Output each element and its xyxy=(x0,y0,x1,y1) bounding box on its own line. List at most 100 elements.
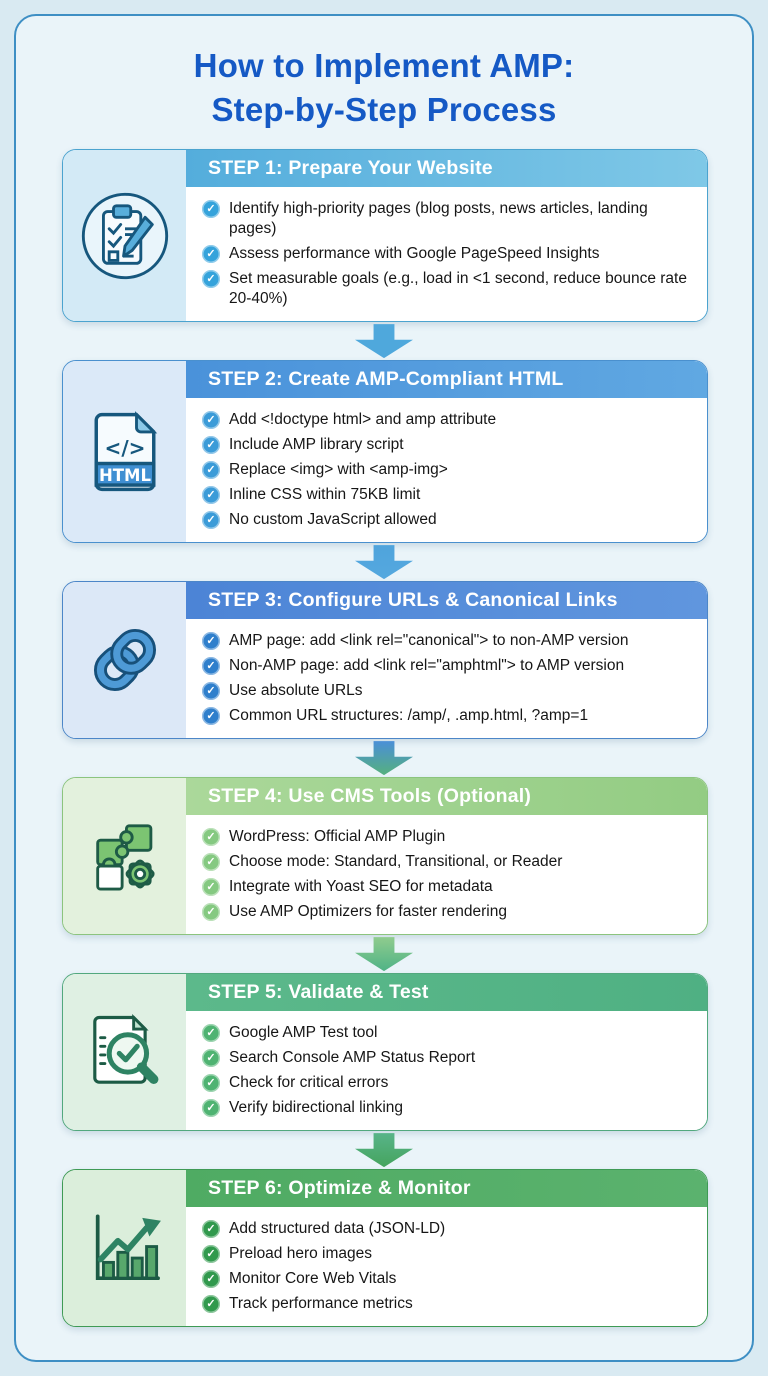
check-icon: ✓ xyxy=(202,878,220,897)
step-1-checklist: ✓Identify high-priority pages (blog post… xyxy=(186,187,707,321)
check-icon: ✓ xyxy=(202,1099,220,1118)
step-2-title: STEP 2: Create AMP-Compliant HTML xyxy=(208,368,564,391)
check-icon: ✓ xyxy=(202,1074,220,1093)
page-title-line2: Step-by-Step Process xyxy=(211,90,557,128)
arrow-wrap xyxy=(62,322,706,360)
page-title: How to Implement AMP:Step-by-Step Proces… xyxy=(62,44,706,131)
chain-link-icon xyxy=(93,629,156,692)
step-card-4: STEP 4: Use CMS Tools (Optional) ✓WordPr… xyxy=(62,777,708,936)
step-5-body: STEP 5: Validate & Test ✓Google AMP Test… xyxy=(186,974,707,1131)
step-3-title: STEP 3: Configure URLs & Canonical Links xyxy=(208,589,618,612)
checklist-item: ✓Inline CSS within 75KB limit xyxy=(202,485,693,505)
step-card-3: STEP 3: Configure URLs & Canonical Links… xyxy=(62,581,708,740)
clipboard-checklist-icon xyxy=(81,192,168,279)
down-arrow xyxy=(355,741,413,776)
step-card-6: STEP 6: Optimize & Monitor ✓Add structur… xyxy=(62,1169,708,1328)
check-icon: ✓ xyxy=(202,682,220,701)
step-3-checklist: ✓AMP page: add <link rel="canonical"> to… xyxy=(186,619,707,738)
puzzle-gear-icon xyxy=(95,824,155,891)
check-icon: ✓ xyxy=(202,461,220,480)
step-3-header: STEP 3: Configure URLs & Canonical Links xyxy=(186,582,707,620)
step-2-checklist: ✓Add <!doctype html> and amp attribute ✓… xyxy=(186,398,707,542)
step-4-title: STEP 4: Use CMS Tools (Optional) xyxy=(208,785,532,808)
step-5-checklist: ✓Google AMP Test tool ✓Search Console AM… xyxy=(186,1011,707,1130)
checklist-item: ✓Assess performance with Google PageSpee… xyxy=(202,244,693,264)
step-card-2: </> HTML STEP 2: Create AMP-Compliant HT… xyxy=(62,360,708,544)
checklist-item: ✓Set measurable goals (e.g., load in <1 … xyxy=(202,269,693,309)
check-icon: ✓ xyxy=(202,707,220,726)
step-6-title: STEP 6: Optimize & Monitor xyxy=(208,1177,471,1200)
step-1-body: STEP 1: Prepare Your Website ✓Identify h… xyxy=(186,150,707,322)
step-2-icon-panel: </> HTML xyxy=(63,361,186,543)
magnifier-check-icon xyxy=(92,1014,158,1085)
step-6-header: STEP 6: Optimize & Monitor xyxy=(186,1170,707,1208)
checklist-item: ✓Track performance metrics xyxy=(202,1294,693,1314)
down-arrow xyxy=(355,937,413,972)
step-6-icon-panel xyxy=(63,1170,186,1327)
checklist-item: ✓Integrate with Yoast SEO for metadata xyxy=(202,877,693,897)
check-icon: ✓ xyxy=(202,632,220,651)
step-1-title: STEP 1: Prepare Your Website xyxy=(208,157,493,180)
step-1-header: STEP 1: Prepare Your Website xyxy=(186,150,707,188)
checklist-item: ✓Preload hero images xyxy=(202,1244,693,1264)
checklist-item: ✓Google AMP Test tool xyxy=(202,1023,693,1043)
check-icon: ✓ xyxy=(202,1049,220,1068)
step-4-icon-panel xyxy=(63,778,186,935)
arrow-wrap xyxy=(62,739,706,777)
down-arrow xyxy=(355,545,413,580)
step-3-body: STEP 3: Configure URLs & Canonical Links… xyxy=(186,582,707,739)
check-icon: ✓ xyxy=(202,411,220,430)
step-5-title: STEP 5: Validate & Test xyxy=(208,981,429,1004)
arrow-wrap xyxy=(62,1131,706,1169)
checklist-item: ✓Monitor Core Web Vitals xyxy=(202,1269,693,1289)
check-icon: ✓ xyxy=(202,1245,220,1264)
checklist-item: ✓Add structured data (JSON-LD) xyxy=(202,1219,693,1239)
check-icon: ✓ xyxy=(202,657,220,676)
step-6-checklist: ✓Add structured data (JSON-LD) ✓Preload … xyxy=(186,1207,707,1326)
step-6-body: STEP 6: Optimize & Monitor ✓Add structur… xyxy=(186,1170,707,1327)
checklist-item: ✓Include AMP library script xyxy=(202,435,693,455)
step-1-icon-panel xyxy=(63,150,186,322)
checklist-item: ✓Search Console AMP Status Report xyxy=(202,1048,693,1068)
check-icon: ✓ xyxy=(202,200,220,219)
checklist-item: ✓No custom JavaScript allowed xyxy=(202,510,693,530)
checklist-item: ✓Non-AMP page: add <link rel="amphtml"> … xyxy=(202,656,693,676)
check-icon: ✓ xyxy=(202,853,220,872)
step-5-header: STEP 5: Validate & Test xyxy=(186,974,707,1012)
svg-text:HTML: HTML xyxy=(98,465,151,484)
arrow-wrap xyxy=(62,543,706,581)
check-icon: ✓ xyxy=(202,436,220,455)
step-4-body: STEP 4: Use CMS Tools (Optional) ✓WordPr… xyxy=(186,778,707,935)
check-icon: ✓ xyxy=(202,1024,220,1043)
arrow-wrap xyxy=(62,935,706,973)
html-file-icon: </> HTML xyxy=(94,410,157,491)
check-icon: ✓ xyxy=(202,1220,220,1239)
step-5-icon-panel xyxy=(63,974,186,1131)
step-4-header: STEP 4: Use CMS Tools (Optional) xyxy=(186,778,707,816)
check-icon: ✓ xyxy=(202,1295,220,1314)
svg-text:</>: </> xyxy=(104,435,145,459)
step-4-checklist: ✓WordPress: Official AMP Plugin ✓Choose … xyxy=(186,815,707,934)
check-icon: ✓ xyxy=(202,828,220,847)
growth-chart-icon xyxy=(95,1214,161,1281)
checklist-item: ✓Check for critical errors xyxy=(202,1073,693,1093)
checklist-item: ✓Choose mode: Standard, Transitional, or… xyxy=(202,852,693,872)
check-icon: ✓ xyxy=(202,1270,220,1289)
checklist-item: ✓Identify high-priority pages (blog post… xyxy=(202,199,693,239)
check-icon: ✓ xyxy=(202,511,220,530)
check-icon: ✓ xyxy=(202,486,220,505)
check-icon: ✓ xyxy=(202,903,220,922)
check-icon: ✓ xyxy=(202,270,220,289)
step-2-body: STEP 2: Create AMP-Compliant HTML ✓Add <… xyxy=(186,361,707,543)
checklist-item: ✓AMP page: add <link rel="canonical"> to… xyxy=(202,631,693,651)
checklist-item: ✓Verify bidirectional linking xyxy=(202,1098,693,1118)
step-2-header: STEP 2: Create AMP-Compliant HTML xyxy=(186,361,707,399)
checklist-item: ✓Add <!doctype html> and amp attribute xyxy=(202,410,693,430)
check-icon: ✓ xyxy=(202,245,220,264)
checklist-item: ✓Use AMP Optimizers for faster rendering xyxy=(202,902,693,922)
checklist-item: ✓Replace <img> with <amp-img> xyxy=(202,460,693,480)
step-3-icon-panel xyxy=(63,582,186,739)
checklist-item: ✓Common URL structures: /amp/, .amp.html… xyxy=(202,706,693,726)
down-arrow xyxy=(355,1133,413,1168)
